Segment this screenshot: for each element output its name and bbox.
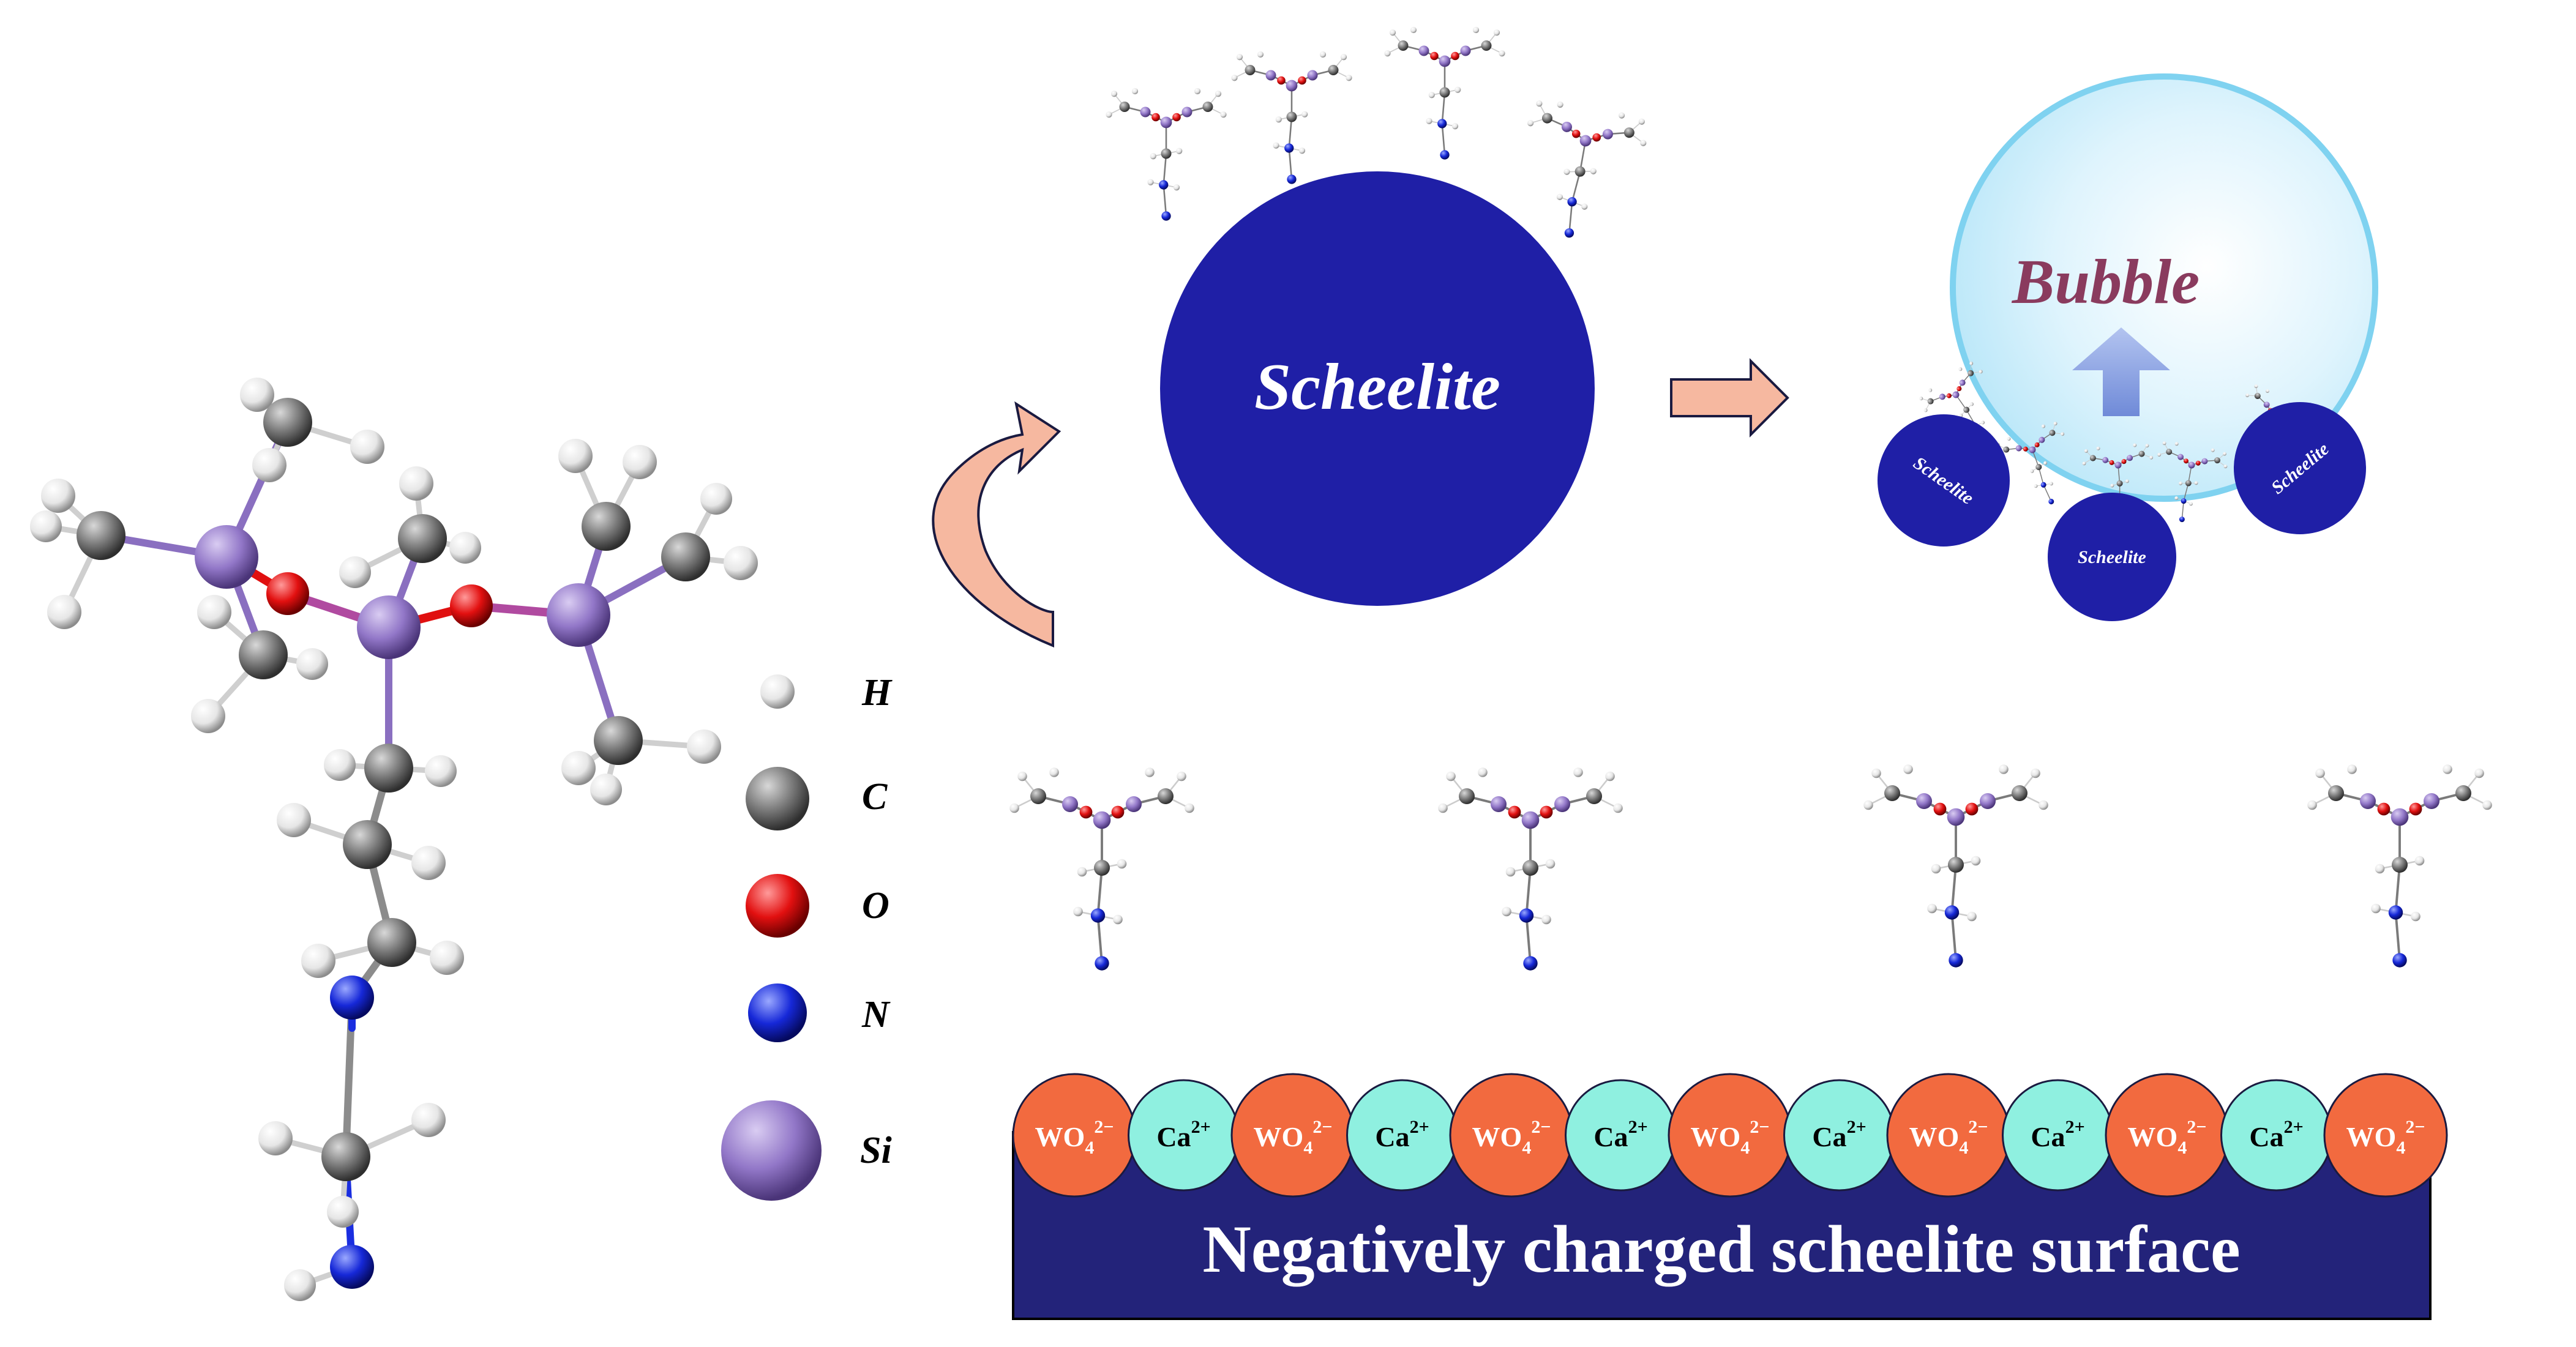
- right-arrow-icon: [1670, 358, 1789, 438]
- small-particle-right: [2234, 402, 2366, 534]
- surface-ion-row: WO42− Ca2+ WO42− Ca2+ WO42− Ca2+ WO42− Ca2+ WO42…: [1012, 1073, 2448, 1198]
- calcium-ion-label: Ca2+: [1156, 1117, 1210, 1152]
- small-particle-middle-label: Scheelite: [2078, 547, 2146, 567]
- calcium-ion-label: Ca2+: [1812, 1117, 1866, 1152]
- up-arrow-icon: [2072, 327, 2170, 416]
- legend-h-icon: [760, 674, 795, 709]
- legend-o-icon: [746, 874, 809, 938]
- tungstate-ion-label: WO42−: [1254, 1117, 1333, 1158]
- legend-label-n: N: [861, 994, 891, 1035]
- calcium-ion-label: Ca2+: [2249, 1117, 2303, 1152]
- atom-legend: H C O N Si: [721, 672, 893, 1201]
- legend-c-icon: [746, 767, 809, 830]
- small-particle-left: [1878, 414, 2010, 547]
- calcium-ion-label: Ca2+: [2031, 1117, 2084, 1152]
- legend-label-h: H: [861, 672, 893, 714]
- calcium-ion-label: Ca2+: [1375, 1117, 1429, 1152]
- legend-n-icon: [748, 983, 807, 1042]
- surface-caption: Negatively charged scheelite surface: [1202, 1212, 2240, 1286]
- legend-label-si: Si: [860, 1130, 892, 1171]
- tungstate-ion-label: WO42−: [2346, 1117, 2425, 1158]
- tungstate-ion-label: WO42−: [1035, 1117, 1114, 1158]
- legend-label-c: C: [862, 776, 888, 818]
- tungstate-ion-label: WO42−: [1909, 1117, 1988, 1158]
- legend-si-icon: [721, 1100, 822, 1201]
- scheelite-particle: [1160, 171, 1595, 606]
- air-bubble: [1950, 73, 2378, 502]
- top-particle-group: Scheelite: [1105, 26, 1652, 606]
- tungstate-ion-label: WO42−: [2128, 1117, 2207, 1158]
- curved-arrow-icon: [932, 401, 1061, 647]
- tungstate-ion-label: WO42−: [1472, 1117, 1551, 1158]
- scheelite-particle-label: Scheelite: [1254, 351, 1500, 424]
- calcium-ion-label: Ca2+: [1593, 1117, 1647, 1152]
- bubble-label: Bubble: [2012, 247, 2200, 317]
- tungstate-ion: [2323, 1073, 2448, 1198]
- tungstate-ion-label: WO42−: [1691, 1117, 1770, 1158]
- adsorbed-molecules: [1008, 763, 2493, 972]
- bubble-group: Bubble Scheelite Scheelite Scheelite: [1878, 73, 2378, 621]
- small-particle-middle: [2048, 493, 2176, 621]
- scheelite-surface: WO42− Ca2+ WO42− Ca2+ WO42− Ca2+ WO42− Ca2+ WO42…: [1012, 1073, 2448, 1320]
- legend-label-o: O: [862, 885, 889, 927]
- molecule-structure: [30, 378, 758, 1301]
